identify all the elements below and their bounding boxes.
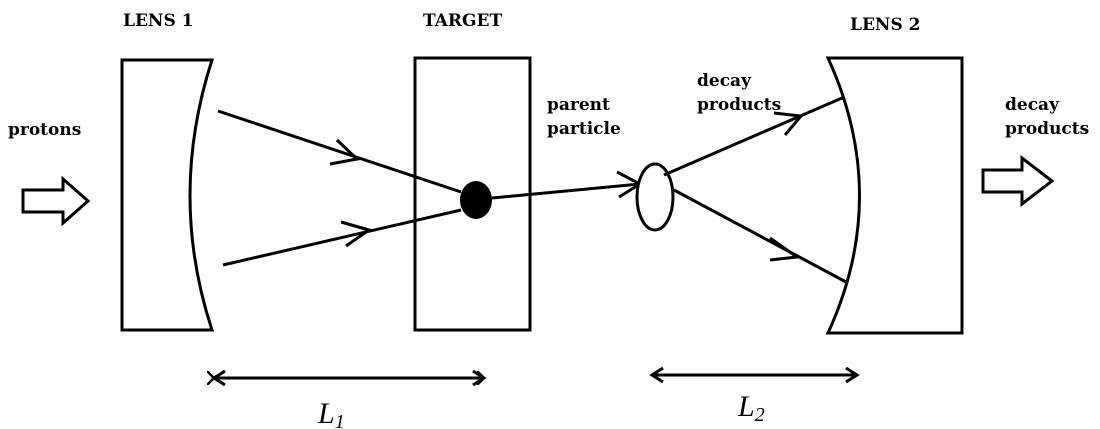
proton-ray-bottom-arrowhead <box>340 220 373 248</box>
proton-ray-top <box>217 109 462 194</box>
decay-vertex <box>635 162 675 232</box>
lens2-label: LENS 2 <box>850 15 920 35</box>
decay-products-out-label-line1: decay <box>1005 95 1060 115</box>
collision-point <box>460 181 492 219</box>
decay-product-ray-down-arrowhead <box>769 236 802 262</box>
l1-label: L1 <box>317 397 345 429</box>
proton-ray-top-arrowhead <box>329 138 361 166</box>
proton-input-arrow <box>21 175 91 227</box>
parent-particle-path <box>491 182 641 200</box>
proton-ray-bottom <box>222 208 462 267</box>
decay-output-arrow <box>981 154 1055 208</box>
l1-right-arrowhead <box>472 369 487 387</box>
lens1-label: LENS 1 <box>123 11 193 31</box>
l2-left-arrowhead <box>649 366 664 384</box>
decay-product-ray-up <box>663 96 843 177</box>
parent-particle-label-line1: parent <box>547 95 610 115</box>
protons-label: protons <box>8 120 81 140</box>
l2-right-arrowhead <box>845 366 860 384</box>
decay-product-ray-down <box>673 188 847 284</box>
decay-products-out-label-line2: products <box>1005 119 1089 139</box>
l2-label: L2 <box>737 390 765 426</box>
parent-particle-label-line2: particle <box>547 119 621 139</box>
decay-products-mid-label-line1: decay <box>697 71 752 91</box>
lens2-shape <box>825 56 964 335</box>
lens1-shape <box>120 58 215 332</box>
decay-product-ray-up-arrowhead <box>773 111 804 136</box>
target-label: TARGET <box>423 11 503 31</box>
l1-left-arrowhead <box>211 369 226 387</box>
decay-products-mid-label-line2: products <box>697 95 781 115</box>
